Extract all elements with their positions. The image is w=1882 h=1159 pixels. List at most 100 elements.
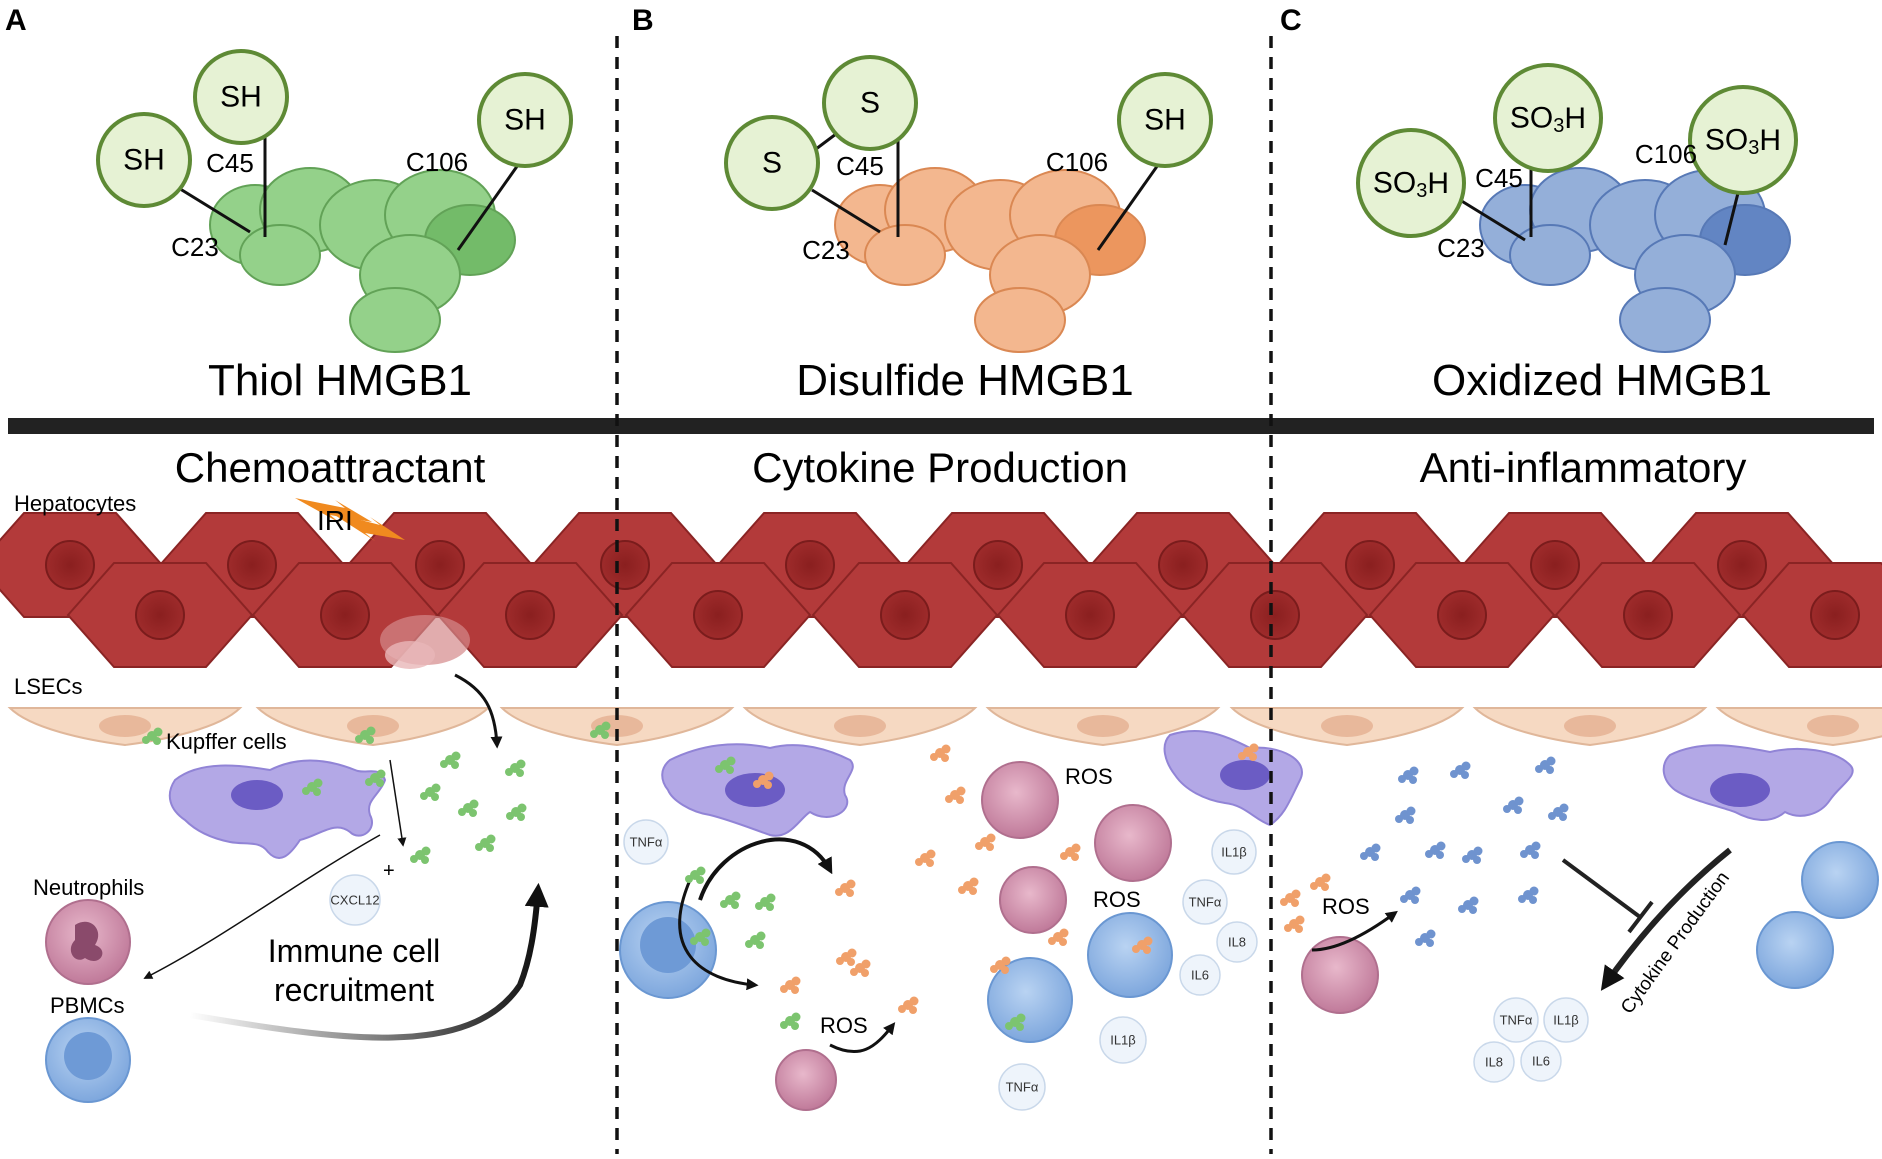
thiol-cysteine-groups: [176, 130, 527, 251]
c23-group-label: SH: [123, 144, 165, 177]
il8-label: IL8: [1485, 1055, 1503, 1070]
c106-residue-label: C106: [406, 147, 468, 177]
hepatocyte-nucleus: [45, 540, 95, 590]
oxidized-hmgb1-molecules: [1360, 756, 1569, 947]
c106-group-label: SO3H: [1705, 124, 1781, 160]
il8-bubble: [1473, 1041, 1515, 1083]
c45-group-label: S: [860, 87, 880, 120]
kupffer-nucleus: [725, 773, 785, 807]
hepatocyte-nucleus: [1810, 590, 1860, 640]
c45-residue-label: C45: [1475, 163, 1523, 193]
il1b-bubble: [1543, 997, 1589, 1043]
ros-label: ROS: [1065, 764, 1113, 789]
neutrophil-cell: [999, 866, 1067, 934]
oxidized-title: Oxidized HMGB1: [1432, 356, 1772, 405]
neutrophil-cell: [981, 761, 1059, 839]
lsec-nucleus: [834, 715, 886, 737]
kupffer-nucleus: [1220, 760, 1270, 790]
immune-recruitment-line1: Immune cell: [268, 933, 441, 969]
c45-residue-label: C45: [836, 151, 884, 181]
hepatocyte-nucleus: [1250, 590, 1300, 640]
immune-recruitment-arrow: [189, 882, 549, 1041]
cxcl12-bubble: [329, 874, 381, 926]
c106-residue-label: C106: [1046, 147, 1108, 177]
neutrophil-recruit-arrow: [143, 834, 381, 979]
lsec-nucleus: [1321, 715, 1373, 737]
neutrophil-cell: [775, 1049, 837, 1111]
il6-bubble: [1520, 1040, 1562, 1082]
c23-residue-label: C23: [802, 235, 850, 265]
c23-residue-label: C23: [1437, 233, 1485, 263]
c23-group-circle: [724, 115, 820, 211]
tnfa-bubble: [1182, 879, 1228, 925]
c45-residue-label: C45: [206, 148, 254, 178]
neutrophils-label: Neutrophils: [33, 875, 144, 900]
neutrophil-cell: [1094, 804, 1172, 882]
il1b-bubble: [1099, 1016, 1147, 1064]
iri-lightning-icon: [295, 498, 405, 541]
tnfa-bubble: [623, 819, 669, 865]
lsecs-label: LSECs: [14, 674, 82, 699]
ruptured-hepatocyte: [380, 615, 470, 669]
iri-label: IRI: [317, 505, 353, 536]
cytokine-production-title: Cytokine Production: [752, 444, 1128, 491]
hepatocyte-nucleus: [1623, 590, 1673, 640]
c45-group-circle: [822, 55, 918, 151]
panel-letter-c: C: [1280, 4, 1302, 37]
neutrophil-cell: [1301, 936, 1379, 1014]
tnfa-label: TNFα: [1189, 895, 1222, 910]
c106-group-circle: [477, 72, 573, 168]
ros-arrow: [1311, 910, 1398, 952]
il6-label: IL6: [1532, 1054, 1550, 1069]
tnfa-bubble: [1493, 997, 1539, 1043]
lsec-nucleus: [1807, 715, 1859, 737]
hepatocyte-nucleus: [785, 540, 835, 590]
il8-bubble: [1216, 921, 1258, 963]
c45-group-label: SH: [220, 81, 262, 114]
pbmc-cell: [1756, 911, 1834, 989]
pbmc-nucleus: [640, 917, 696, 973]
anti-inflammatory-title: Anti-inflammatory: [1420, 444, 1747, 491]
oxidized-protein-structure: [1479, 167, 1791, 353]
pbmc-cell: [987, 957, 1073, 1043]
hepatocyte-nucleus: [973, 540, 1023, 590]
hepatocytes-label: Hepatocytes: [14, 491, 136, 516]
kupffer-label: Kupffer cells: [166, 729, 287, 754]
lsec-nucleus: [1564, 715, 1616, 737]
immune-recruitment-line2: recruitment: [274, 972, 434, 1008]
cytokine-production-arrow: [1600, 847, 1732, 991]
inhibition-bar-end: [1627, 900, 1654, 934]
chemoattractant-title: Chemoattractant: [175, 444, 486, 491]
thiol-protein-structure: [209, 167, 516, 353]
activation-arrow: [698, 837, 833, 901]
tnfa-bubble: [998, 1063, 1046, 1111]
cxcl12-induction-arrow: [389, 759, 407, 847]
kupffer-cell: [168, 759, 387, 859]
section-divider: [8, 418, 1874, 434]
kupffer-nucleus: [1710, 773, 1770, 807]
hepatocyte-nucleus: [135, 590, 185, 640]
il1b-label: IL1β: [1553, 1013, 1579, 1028]
c106-group-circle: [1117, 72, 1213, 168]
thiol-title: Thiol HMGB1: [208, 356, 472, 405]
release-arrow: [454, 673, 503, 749]
plus-sign: +: [383, 860, 395, 882]
hepatocyte-nucleus: [505, 590, 555, 640]
hepatocyte-nucleus: [227, 540, 277, 590]
c106-residue-label: C106: [1635, 139, 1697, 169]
ros-label: ROS: [1322, 894, 1370, 919]
c106-group-circle: [1688, 85, 1798, 195]
c23-residue-label: C23: [171, 232, 219, 262]
ros-label: ROS: [820, 1013, 868, 1038]
c45-group-label: SO3H: [1510, 102, 1586, 138]
ros-label: ROS: [1093, 887, 1141, 912]
hepatocyte-nucleus: [1345, 540, 1395, 590]
tnfa-label: TNFα: [1500, 1013, 1533, 1028]
disulfide-protein-structure: [834, 167, 1146, 353]
hepatocyte-nucleus: [320, 590, 370, 640]
oxidized-cysteine-groups: [1459, 165, 1742, 246]
ros-arrow: [829, 1022, 896, 1054]
disulfide-title: Disulfide HMGB1: [796, 356, 1133, 405]
